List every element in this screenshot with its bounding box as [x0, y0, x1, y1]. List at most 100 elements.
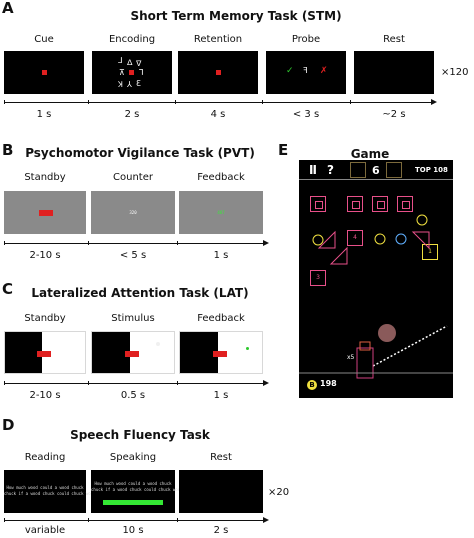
- stm-cue-screen: [4, 51, 84, 94]
- panel-c-title: Lateralized Attention Task (LAT): [31, 286, 249, 300]
- lat-timeline-arrow: [263, 380, 269, 386]
- game-coin: [312, 234, 324, 246]
- stm-probe-screen: ✓ ꟻ ✗: [266, 51, 346, 94]
- hud-divider: [299, 179, 453, 180]
- panel-e-title: Game: [350, 147, 390, 161]
- pvt-feedback-screen: 487: [179, 191, 263, 234]
- lat-black-half: [180, 332, 218, 373]
- panel-a-letter: A: [2, 0, 14, 17]
- lat-feedback-duration: 1 s: [213, 390, 229, 401]
- stm-encoding-screen: ⅃ ᐃ ᐁ ⅂ Ʞ ⅄ Ɛ ⊼: [92, 51, 172, 94]
- stm-timeline-arrow: [431, 99, 437, 105]
- game-triangle-brick: [317, 230, 336, 249]
- lat-black-half: [5, 332, 42, 373]
- hud-top-score: TOP 108: [415, 166, 448, 174]
- lat-stimulus-duration: 0.5 s: [120, 390, 146, 401]
- pvt-feedback-duration: 1 s: [213, 250, 229, 261]
- lat-tick: [4, 381, 5, 385]
- lat-feedback-label: Feedback: [197, 313, 245, 324]
- speech-rest-label: Rest: [210, 452, 232, 463]
- lat-stimulus-screen: [91, 331, 175, 374]
- game-coin: [374, 233, 386, 245]
- game-player: [356, 347, 374, 379]
- stm-retention-label: Retention: [193, 34, 243, 45]
- game-triangle-brick: [329, 246, 348, 265]
- speaking-sentence-line2: chuck if a wood chuck could chuck wood: [91, 487, 183, 492]
- hud-robot-icon: [350, 162, 366, 178]
- speech-rest-duration: 2 s: [213, 525, 229, 536]
- speech-speaking-screen: How much wood could a wood chuck chuck i…: [91, 470, 183, 513]
- stm-rest-screen: [354, 51, 434, 94]
- speech-reading-label: Reading: [24, 452, 66, 463]
- lat-tick: [177, 381, 178, 385]
- lat-feedback-screen: [179, 331, 263, 374]
- lat-feedback-dot: [246, 347, 249, 350]
- panel-b-letter: B: [2, 141, 14, 159]
- speech-tick: [177, 518, 178, 522]
- help-icon[interactable]: ?: [327, 163, 334, 177]
- speech-tick: [4, 518, 5, 522]
- stm-tick: [262, 100, 263, 104]
- encoding-symbol: ⊼: [119, 68, 125, 77]
- lat-stimulus-label: Stimulus: [111, 313, 155, 324]
- panel-d-title: Speech Fluency Task: [70, 428, 210, 442]
- stm-tick: [4, 100, 5, 104]
- speech-tick: [88, 518, 89, 522]
- probe-item-icon: ꟻ: [303, 66, 308, 75]
- game-triangles: [299, 214, 453, 379]
- stm-timeline-axis: [4, 102, 432, 103]
- lat-stimulus-dot: [156, 342, 160, 346]
- pvt-timeline-axis: [4, 243, 264, 244]
- reading-sentence-line1: How much wood could a wood chuck: [6, 485, 84, 490]
- stm-probe-duration: < 3 s: [292, 109, 320, 120]
- game-triangle-brick: [411, 231, 430, 250]
- pvt-counter-duration: < 5 s: [119, 250, 147, 261]
- check-icon: ✓: [286, 66, 294, 76]
- speech-timeline-axis: [4, 520, 264, 521]
- panel-d-letter: D: [2, 416, 15, 434]
- lat-timeline-axis: [4, 383, 264, 384]
- pvt-standby-duration: 2-10 s: [29, 250, 61, 261]
- stm-tick: [88, 100, 89, 104]
- game-player-head: [359, 341, 371, 351]
- coin-count: 198: [320, 379, 337, 388]
- game-brick: 1: [422, 244, 438, 260]
- pvt-tick: [88, 241, 89, 245]
- pvt-counter-value: 320: [129, 210, 137, 215]
- game-brick: 4: [347, 230, 363, 246]
- pvt-counter-screen: 320: [91, 191, 175, 234]
- encoding-symbol: ⅄: [127, 80, 132, 89]
- lat-red-bar: [37, 351, 51, 357]
- pvt-feedback-value: 487: [217, 210, 225, 215]
- encoding-red-square: [129, 70, 134, 75]
- shot-multiplier: x5: [347, 354, 355, 361]
- stm-rest-duration: ~2 s: [382, 109, 406, 120]
- speech-timeline-arrow: [263, 517, 269, 523]
- stm-tick: [175, 100, 176, 104]
- lat-tick: [88, 381, 89, 385]
- pvt-standby-screen: [4, 191, 86, 234]
- pvt-red-bar: [39, 210, 53, 216]
- stm-rest-label: Rest: [383, 34, 405, 45]
- speaking-progress-bar: [103, 500, 163, 505]
- pvt-tick: [177, 241, 178, 245]
- pause-icon[interactable]: II: [309, 163, 317, 177]
- encoding-symbol: ᐁ: [136, 59, 142, 68]
- retention-red-square: [216, 70, 221, 75]
- encoding-symbol: ⅃: [118, 56, 123, 65]
- speech-speaking-label: Speaking: [109, 452, 157, 463]
- stm-cue-label: Cue: [34, 34, 54, 45]
- encoding-symbol: Ʞ: [118, 80, 123, 89]
- speech-reading-screen: How much wood could a wood chuck chuck i…: [4, 470, 96, 513]
- game-brick: [310, 196, 326, 212]
- cue-red-square: [42, 70, 47, 75]
- speech-rest-screen: [179, 470, 263, 513]
- stm-retention-screen: [178, 51, 258, 94]
- game-powerup: [395, 233, 407, 245]
- game-brick: [372, 196, 388, 212]
- encoding-symbol: ᐃ: [127, 58, 133, 67]
- lat-red-bar: [125, 351, 139, 357]
- coin-icon: B: [307, 380, 317, 390]
- game-coin: [416, 214, 428, 226]
- lat-black-half: [92, 332, 130, 373]
